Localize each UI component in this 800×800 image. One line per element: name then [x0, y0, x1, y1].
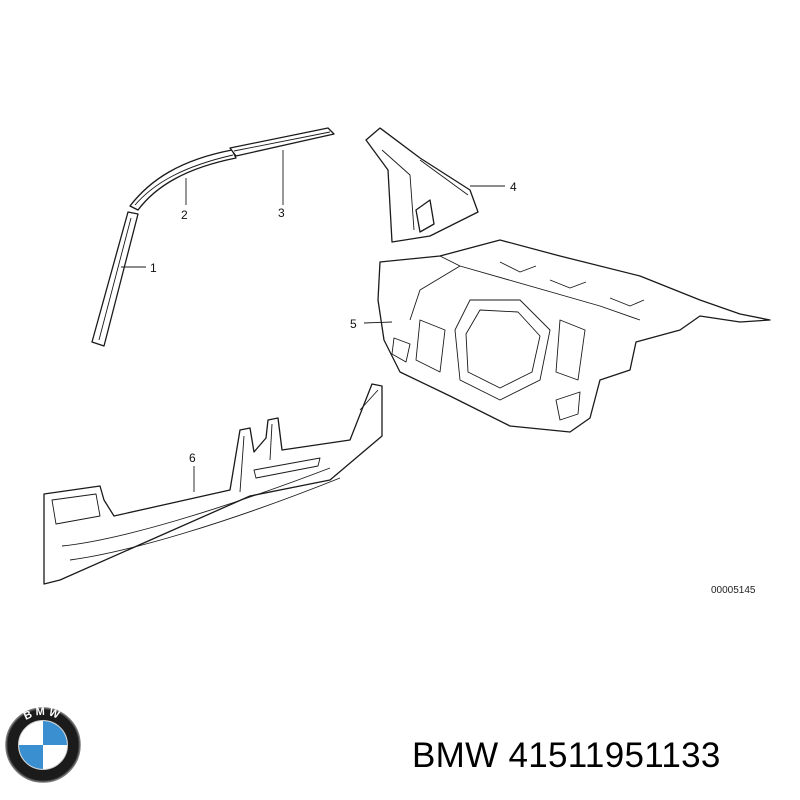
callout-3: 3	[278, 206, 285, 220]
callout-2: 2	[181, 208, 188, 222]
callout-6: 6	[189, 451, 196, 465]
bmw-logo: BMW	[5, 706, 81, 783]
part-1-pillar-strip	[91, 211, 139, 347]
callout-5: 5	[350, 317, 357, 331]
diagram-reference-code: 00005145	[711, 585, 756, 596]
callout-4: 4	[510, 180, 517, 194]
part-4-c-pillar	[365, 127, 479, 243]
part-number-caption: BMW 41511951133	[412, 736, 721, 775]
part-6-side-sill	[43, 383, 383, 585]
part-3-roof-rail-rear	[229, 127, 335, 157]
part-2-roof-rail-front	[129, 149, 237, 211]
leader-lines	[121, 150, 505, 492]
callout-1: 1	[150, 261, 157, 275]
bmw-logo-ring-text: BMW	[22, 706, 64, 723]
part-5-rear-panel	[377, 239, 771, 433]
